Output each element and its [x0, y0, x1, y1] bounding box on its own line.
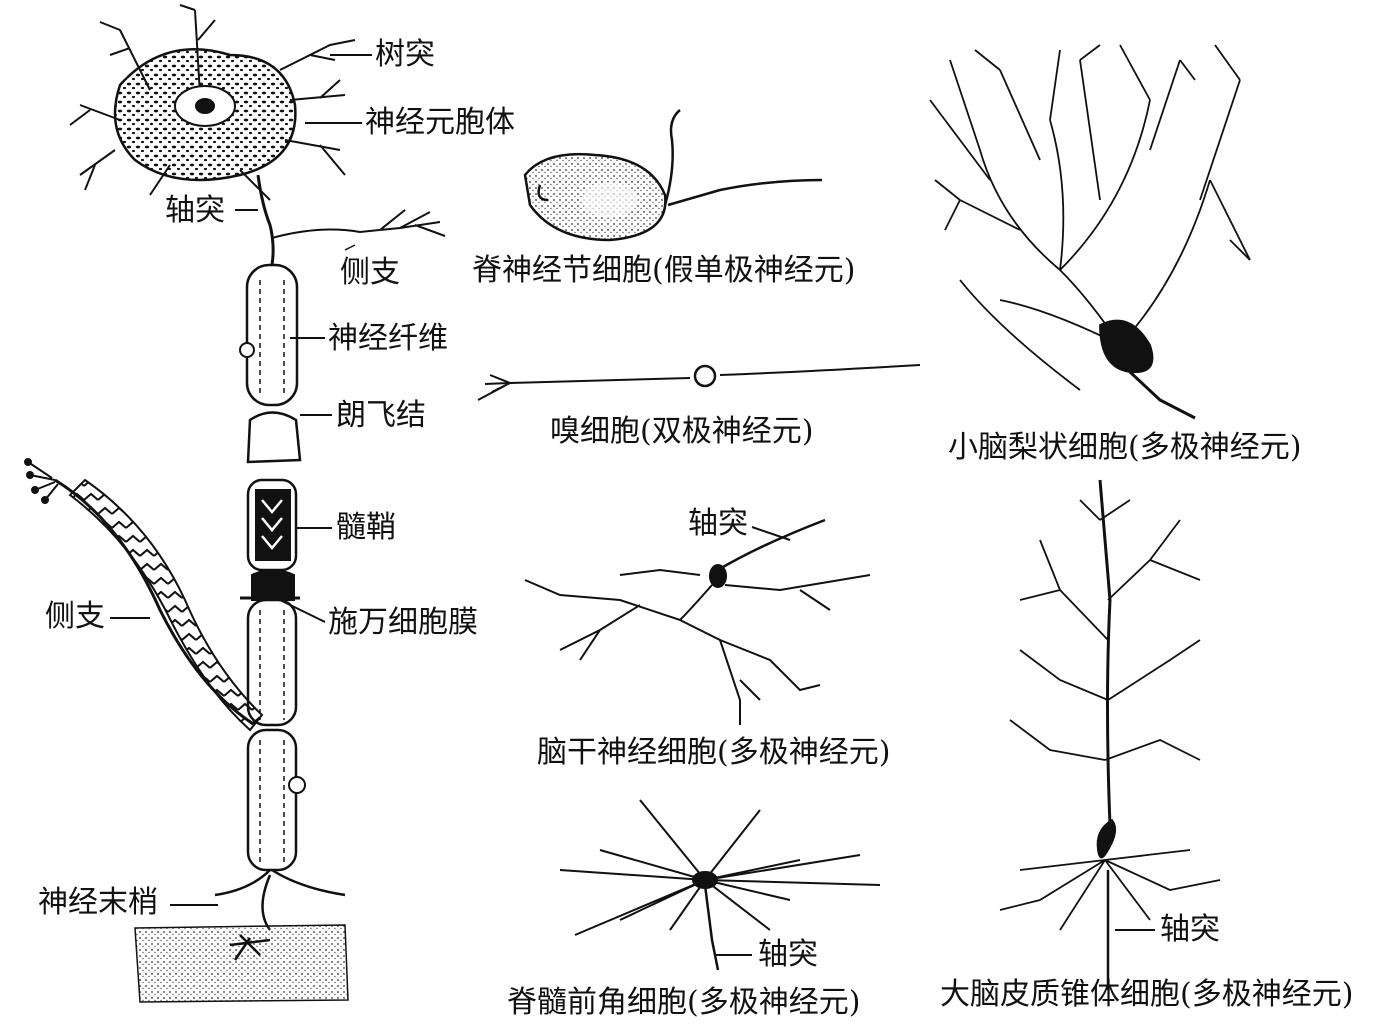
label-node-of-ranvier: 朗飞结: [336, 398, 426, 433]
label-myelin-sheath: 髓鞘: [336, 510, 396, 545]
label-axon: 轴突: [165, 193, 225, 228]
caption-purkinje: 小脑梨状细胞(多极神经元): [948, 430, 1302, 465]
anterior-horn-neuron: [559, 799, 881, 971]
label-pyramidal-axon: 轴突: [1160, 912, 1220, 947]
label-nerve-fiber: 神经纤维: [328, 321, 448, 356]
typical-neuron: [24, 4, 446, 1003]
brainstem-neuron: [524, 518, 871, 725]
pseudounipolar-neuron: [523, 109, 823, 242]
caption-brainstem: 脑干神经细胞(多极神经元): [537, 735, 891, 770]
caption-olfactory: 嗅细胞(双极神经元): [550, 414, 814, 449]
pyramidal-neuron: [999, 479, 1221, 990]
caption-pyramidal: 大脑皮质锥体细胞(多极神经元): [940, 977, 1354, 1012]
label-collateral-top: 侧支: [340, 255, 400, 290]
label-collateral-left: 侧支: [45, 599, 105, 634]
bipolar-neuron: [477, 364, 921, 401]
label-anterior-horn-axon: 轴突: [758, 937, 818, 972]
purkinje-cell: [929, 44, 1251, 420]
label-dendrite: 树突: [375, 37, 435, 72]
label-nerve-ending: 神经末梢: [38, 885, 158, 920]
label-cell-body: 神经元胞体: [365, 105, 515, 140]
label-brainstem-axon: 轴突: [688, 506, 748, 541]
caption-spinal-ganglion: 脊神经节细胞(假单极神经元): [472, 253, 856, 288]
label-schwann-membrane: 施万细胞膜: [328, 605, 478, 640]
caption-anterior-horn: 脊髓前角细胞(多极神经元): [507, 985, 861, 1020]
